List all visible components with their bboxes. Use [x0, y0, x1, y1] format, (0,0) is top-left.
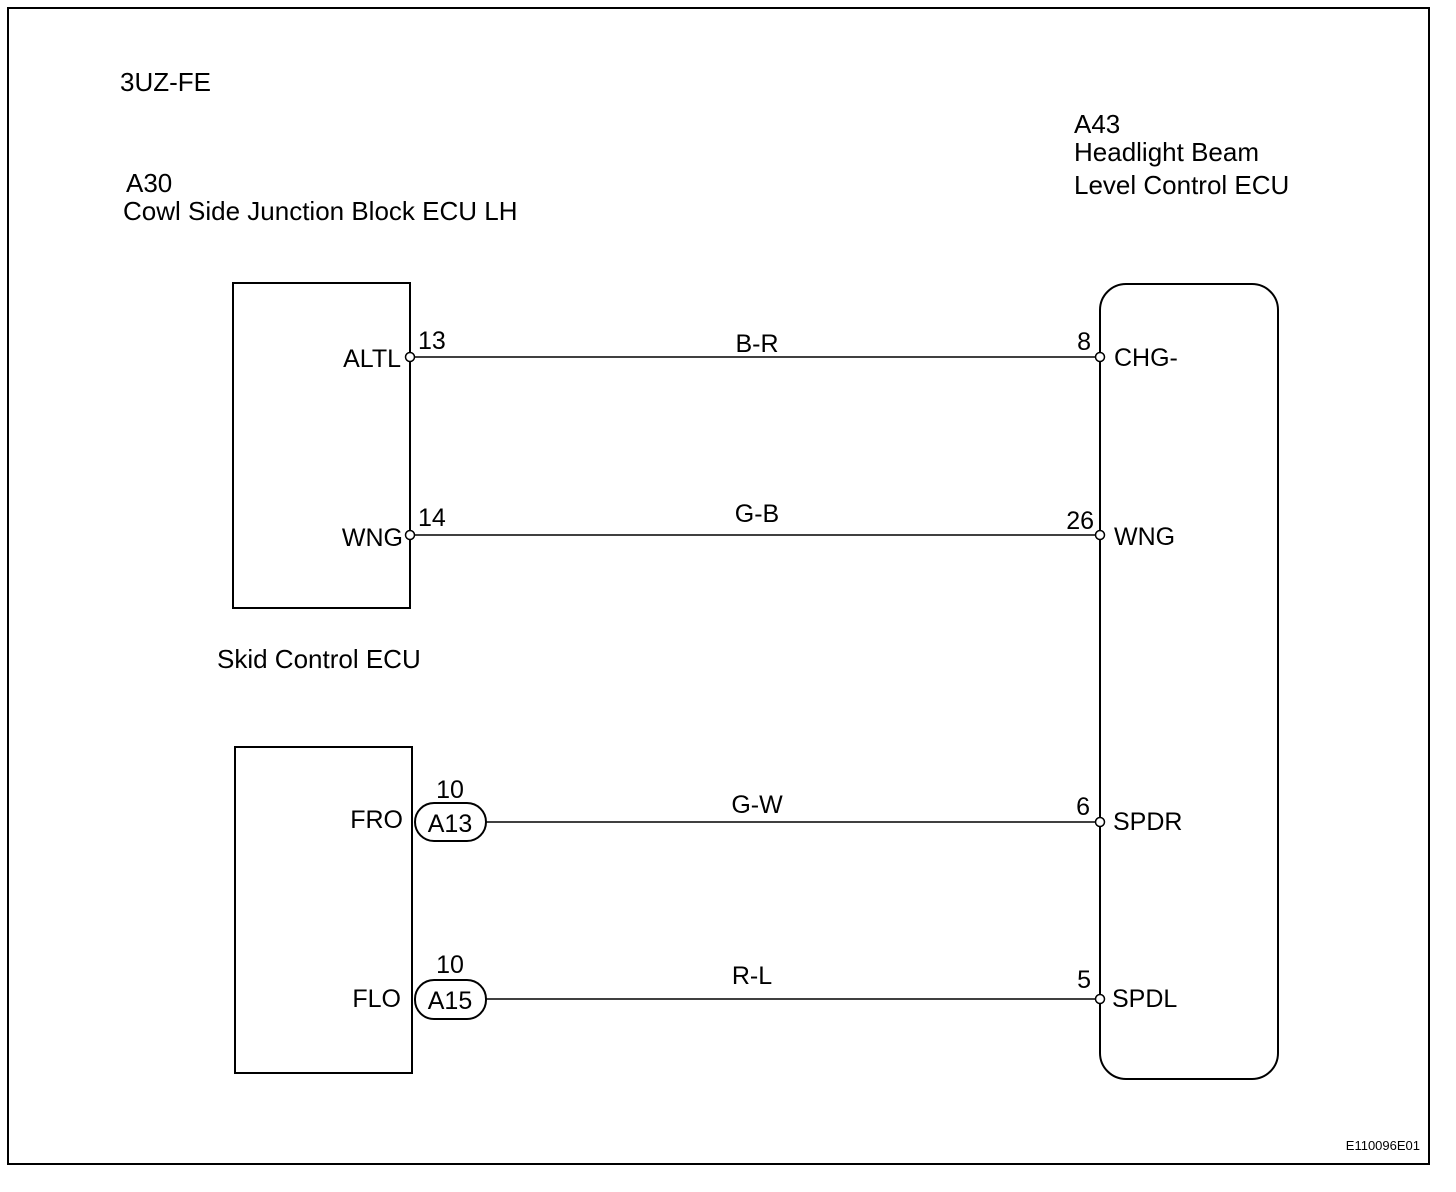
- terminal-dot: [1094, 816, 1106, 828]
- terminal-label: CHG-: [1114, 344, 1178, 372]
- connector-a13: [414, 802, 487, 842]
- pin-number: 8: [1077, 328, 1091, 356]
- terminal-dot: [1094, 351, 1106, 363]
- a43-name-line1: Headlight Beam: [1074, 137, 1259, 167]
- skid-ecu-box: [234, 746, 413, 1074]
- a43-ecu-box: [1099, 283, 1279, 1080]
- connector-pin: 10: [436, 951, 464, 979]
- terminal-dot: [404, 529, 416, 541]
- diagram-frame: [7, 7, 1430, 1165]
- figure-id: E110096E01: [1346, 1138, 1420, 1153]
- terminal-label: WNG: [1114, 523, 1175, 551]
- a30-code: A30: [126, 168, 172, 198]
- skid-ecu-name: Skid Control ECU: [217, 644, 421, 674]
- pin-number: 14: [418, 504, 446, 532]
- terminal-dot: [404, 351, 416, 363]
- wire-color: G-W: [731, 791, 783, 819]
- wire-color: B-R: [735, 330, 778, 358]
- terminal-dot: [1094, 993, 1106, 1005]
- connector-code: A15: [428, 987, 472, 1015]
- terminal-dot: [1094, 529, 1106, 541]
- terminal-label: FLO: [352, 985, 401, 1013]
- a43-name-line2: Level Control ECU: [1074, 170, 1289, 200]
- connector-pin: 10: [436, 776, 464, 804]
- terminal-label: WNG: [342, 524, 403, 552]
- wire-fro-spdr: A13 10 FRO G-W 6 SPDR: [350, 776, 1182, 842]
- terminal-label: FRO: [350, 806, 403, 834]
- terminal-label: ALTL: [343, 345, 401, 373]
- terminal-label: SPDL: [1112, 985, 1177, 1013]
- terminal-label: SPDR: [1113, 808, 1182, 836]
- a30-ecu-box: [232, 282, 411, 609]
- pin-number: 5: [1077, 966, 1091, 994]
- wire-wng-wng: WNG 14 G-B 26 WNG: [342, 500, 1175, 552]
- connector-code: A13: [428, 810, 472, 838]
- a43-code: A43: [1074, 109, 1120, 139]
- connector-a15: [414, 979, 487, 1020]
- engine-label: 3UZ-FE: [120, 67, 211, 97]
- pin-number: 6: [1076, 793, 1090, 821]
- a30-name: Cowl Side Junction Block ECU LH: [123, 196, 518, 226]
- wire-color: R-L: [732, 962, 772, 990]
- wire-altl-chg: ALTL 13 B-R 8 CHG-: [343, 327, 1178, 373]
- pin-number: 13: [418, 327, 446, 355]
- pin-number: 26: [1066, 507, 1094, 535]
- wire-color: G-B: [735, 500, 779, 528]
- wire-flo-spdl: A15 10 FLO R-L 5 SPDL: [352, 951, 1177, 1020]
